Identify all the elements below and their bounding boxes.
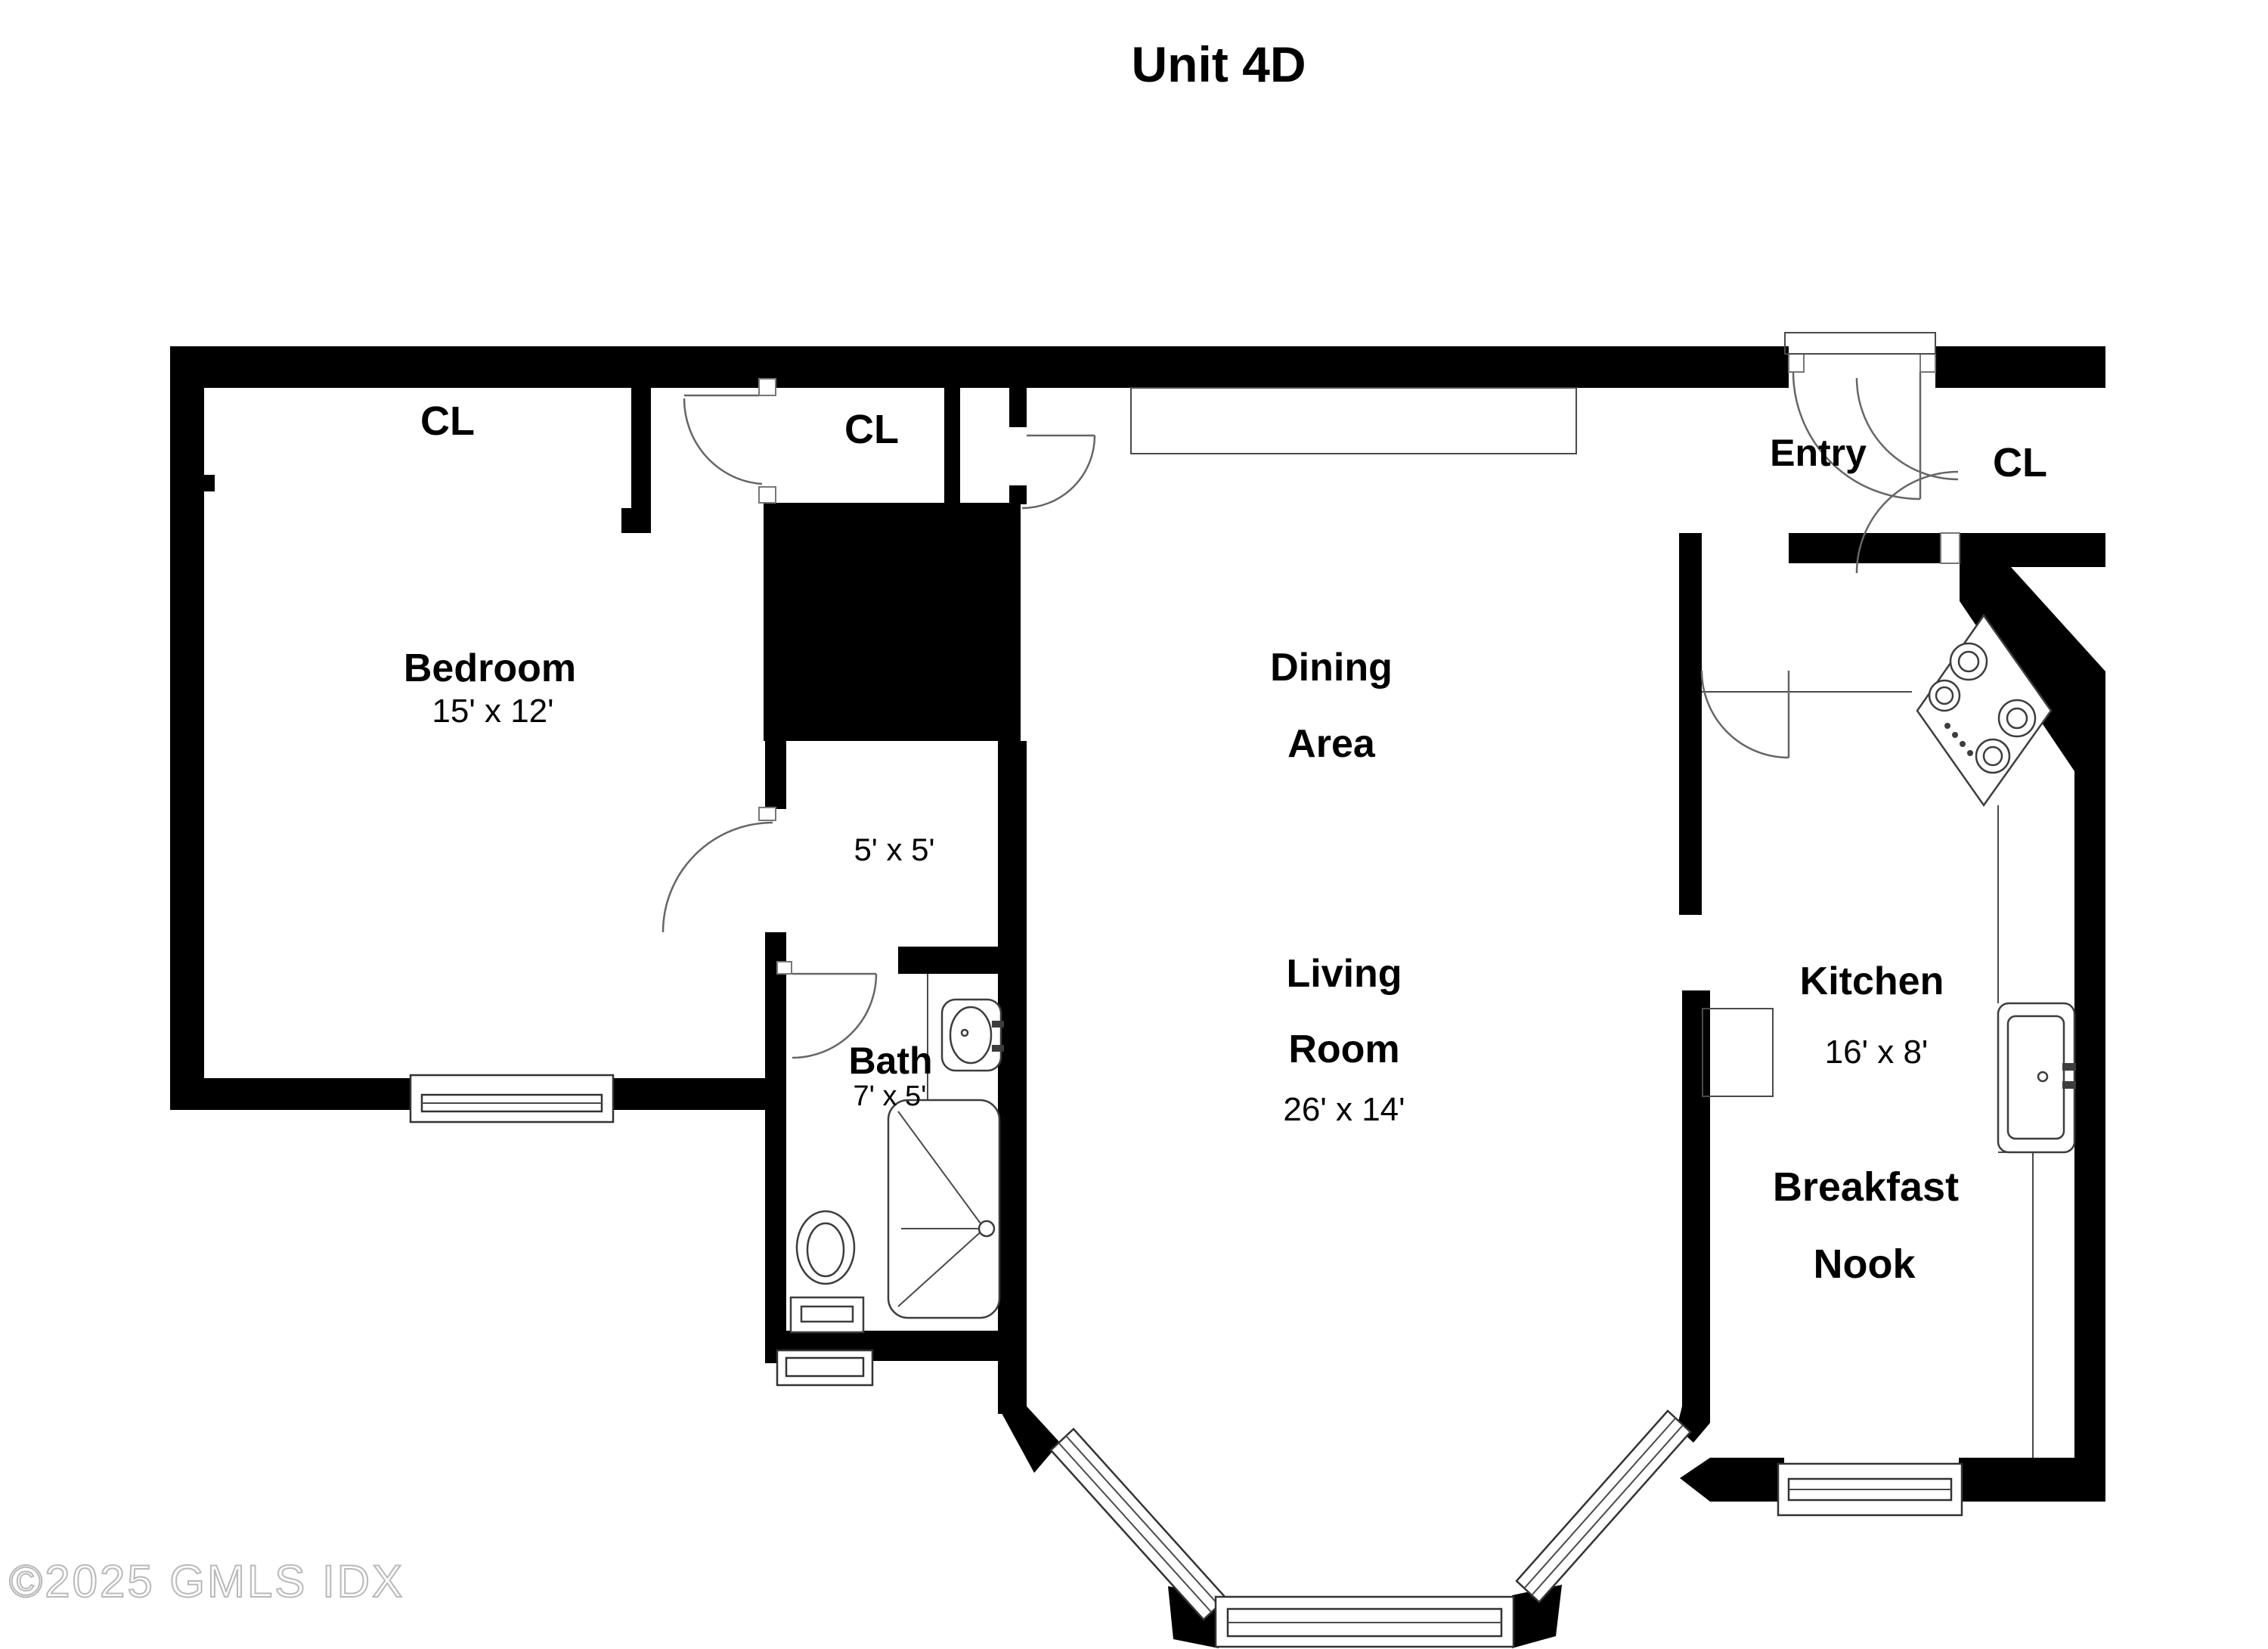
- entry-closet-label: CL: [1993, 440, 2047, 485]
- shower-icon: [887, 1099, 1001, 1319]
- kitchen-sink-icon: [1997, 1002, 2076, 1154]
- wall-bedroom-closet: [631, 388, 651, 509]
- wall-niche-jamb: [1009, 485, 1027, 504]
- bath-label: Bath: [848, 1040, 932, 1082]
- bedroom-closet-door-arc: [683, 398, 763, 485]
- entry-label: Entry: [1770, 432, 1867, 474]
- wall-bay-left-tip: [998, 1406, 1060, 1473]
- entry-closet-door-arc-top: [1855, 377, 1959, 481]
- niche-door-arc: [1021, 435, 1096, 510]
- bath-door-arc: [792, 973, 878, 1059]
- wall-top-right-segment: [1935, 346, 2105, 388]
- bay-window: [1049, 1409, 1692, 1648]
- wall-bath-left: [765, 932, 786, 1363]
- wall-nook-west: [1682, 990, 1710, 1414]
- jamb-entry-door-right: [1919, 353, 1936, 373]
- entry-door-frame: [1784, 332, 1936, 355]
- bay-window-right-pane: [1515, 1409, 1692, 1604]
- wall-right-exterior: [2074, 767, 2105, 1502]
- bath-window: [776, 1349, 874, 1387]
- fixtures: [789, 613, 2076, 1334]
- jamb-bedroom-closet-door-top: [758, 378, 776, 396]
- kitchen-label: Kitchen: [1800, 959, 1944, 1003]
- jamb-bath-door: [776, 961, 792, 975]
- dining-label-line2: Area: [1287, 722, 1376, 766]
- nook-label-line2: Nook: [1814, 1241, 1916, 1287]
- jamb-bedroom-closet-door-bottom: [758, 486, 776, 504]
- jamb-entry-door-left: [1788, 353, 1805, 373]
- bay-post-right: [1512, 1585, 1562, 1648]
- wall-kitchen-diagonal: [1960, 567, 2105, 771]
- wall-hall-closet-right: [944, 388, 960, 505]
- wall-left-notch: [203, 475, 215, 491]
- hall-room-dims: 5' x 5': [854, 832, 934, 867]
- bedroom-dims: 15' x 12': [432, 693, 553, 730]
- toilet-icon: [789, 1210, 865, 1334]
- wall-bedroom-bottom-left: [170, 1078, 415, 1110]
- wall-left-exterior: [170, 346, 204, 1110]
- wall-nook-bottom-right: [1959, 1458, 2105, 1502]
- living-dims: 26' x 14': [1283, 1091, 1405, 1128]
- wall-bath-top: [898, 947, 998, 974]
- wall-column-right: [998, 741, 1027, 1414]
- wall-nook-bottom-tip: [1680, 1458, 1710, 1502]
- nook-cabinet: [1702, 1008, 1774, 1097]
- utility-shaft-block: [764, 503, 1021, 741]
- living-label-line1: Living: [1286, 952, 1402, 996]
- wall-bedroom-bottom-right: [609, 1078, 786, 1110]
- wall-entry-bottom: [1789, 533, 1941, 563]
- bath-sink-icon: [940, 998, 1004, 1072]
- wall-niche-stub: [1009, 388, 1027, 427]
- hall-closet-label: CL: [844, 407, 899, 452]
- watermark: ©2025 GMLS IDX: [9, 1556, 404, 1607]
- nook-window: [1777, 1462, 1963, 1517]
- dining-label-line1: Dining: [1270, 646, 1393, 690]
- bedroom-door-arc: [662, 821, 773, 933]
- wall-kitchen-west: [1679, 533, 1702, 915]
- jamb-kitchen-wall: [1940, 532, 1960, 564]
- doors: [662, 371, 1959, 1059]
- wall-nook-bottom-left: [1710, 1458, 1784, 1502]
- bedroom-window: [409, 1074, 615, 1124]
- stove-icon: [1916, 613, 2053, 807]
- windows: [409, 1074, 1963, 1648]
- jamb-bedroom-door: [758, 807, 776, 821]
- dining-storage-outline: [1130, 387, 1577, 454]
- bedroom-closet-label: CL: [420, 398, 475, 444]
- kitchen-door-arc: [1700, 670, 1789, 759]
- entry-closet-door-arc-bottom: [1855, 470, 1959, 574]
- wall-top-left-segment: [170, 346, 1789, 388]
- wall-column-upper: [765, 741, 786, 809]
- walls: [170, 346, 2105, 1648]
- page-title: Unit 4D: [1132, 36, 1306, 92]
- bedroom-label: Bedroom: [404, 646, 576, 690]
- door-jambs: [758, 353, 1960, 975]
- kitchen-dims: 16' x 8': [1825, 1034, 1929, 1071]
- living-label-line2: Room: [1288, 1028, 1399, 1071]
- wall-entry-closet-bottom: [1960, 533, 2105, 567]
- wall-bedroom-closet-foot: [621, 508, 651, 533]
- labels: Unit 4D CL CL CL Entry Bedroom 15' x 12'…: [8, 36, 2047, 1607]
- bath-dims: 7' x 5': [854, 1080, 927, 1112]
- nook-label-line1: Breakfast: [1773, 1164, 1959, 1210]
